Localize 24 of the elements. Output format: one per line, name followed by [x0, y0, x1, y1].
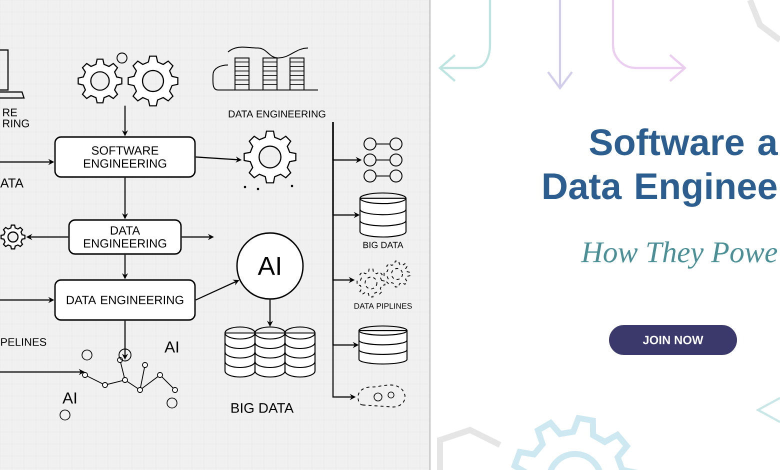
node-label: DATA PIPLINES: [354, 303, 412, 309]
gears-drawing: [356, 260, 410, 298]
cloud-drawing: [358, 384, 406, 408]
database-drawing: [359, 192, 407, 238]
network-drawing: [364, 138, 402, 182]
node-label: AI: [62, 392, 76, 404]
node-label: BIG DATA: [232, 403, 294, 413]
partial-label: ATA: [0, 178, 24, 188]
database-drawing: [224, 326, 316, 378]
node-label: BIG DATA: [363, 242, 404, 248]
chart-drawing: [212, 46, 318, 90]
node-label: DATA ENGINEERING: [228, 110, 326, 118]
subtitle: How They Powe: [580, 241, 778, 269]
join-button: JOIN NOW: [609, 325, 737, 355]
process-box: DATA ENGINEERING: [54, 279, 196, 321]
partial-label: PELINES: [1, 338, 46, 346]
database-drawing: [358, 325, 408, 365]
partial-label: RE RING: [3, 108, 29, 128]
title: Software a Data Enginee: [544, 128, 778, 207]
gears-drawing: [78, 52, 178, 106]
gear-drawing: [244, 130, 296, 190]
process-box: SOFTWARE ENGINEERING: [54, 136, 196, 178]
process-box: DATA ENGINEERING: [68, 219, 182, 255]
node-label: AI: [164, 341, 178, 352]
